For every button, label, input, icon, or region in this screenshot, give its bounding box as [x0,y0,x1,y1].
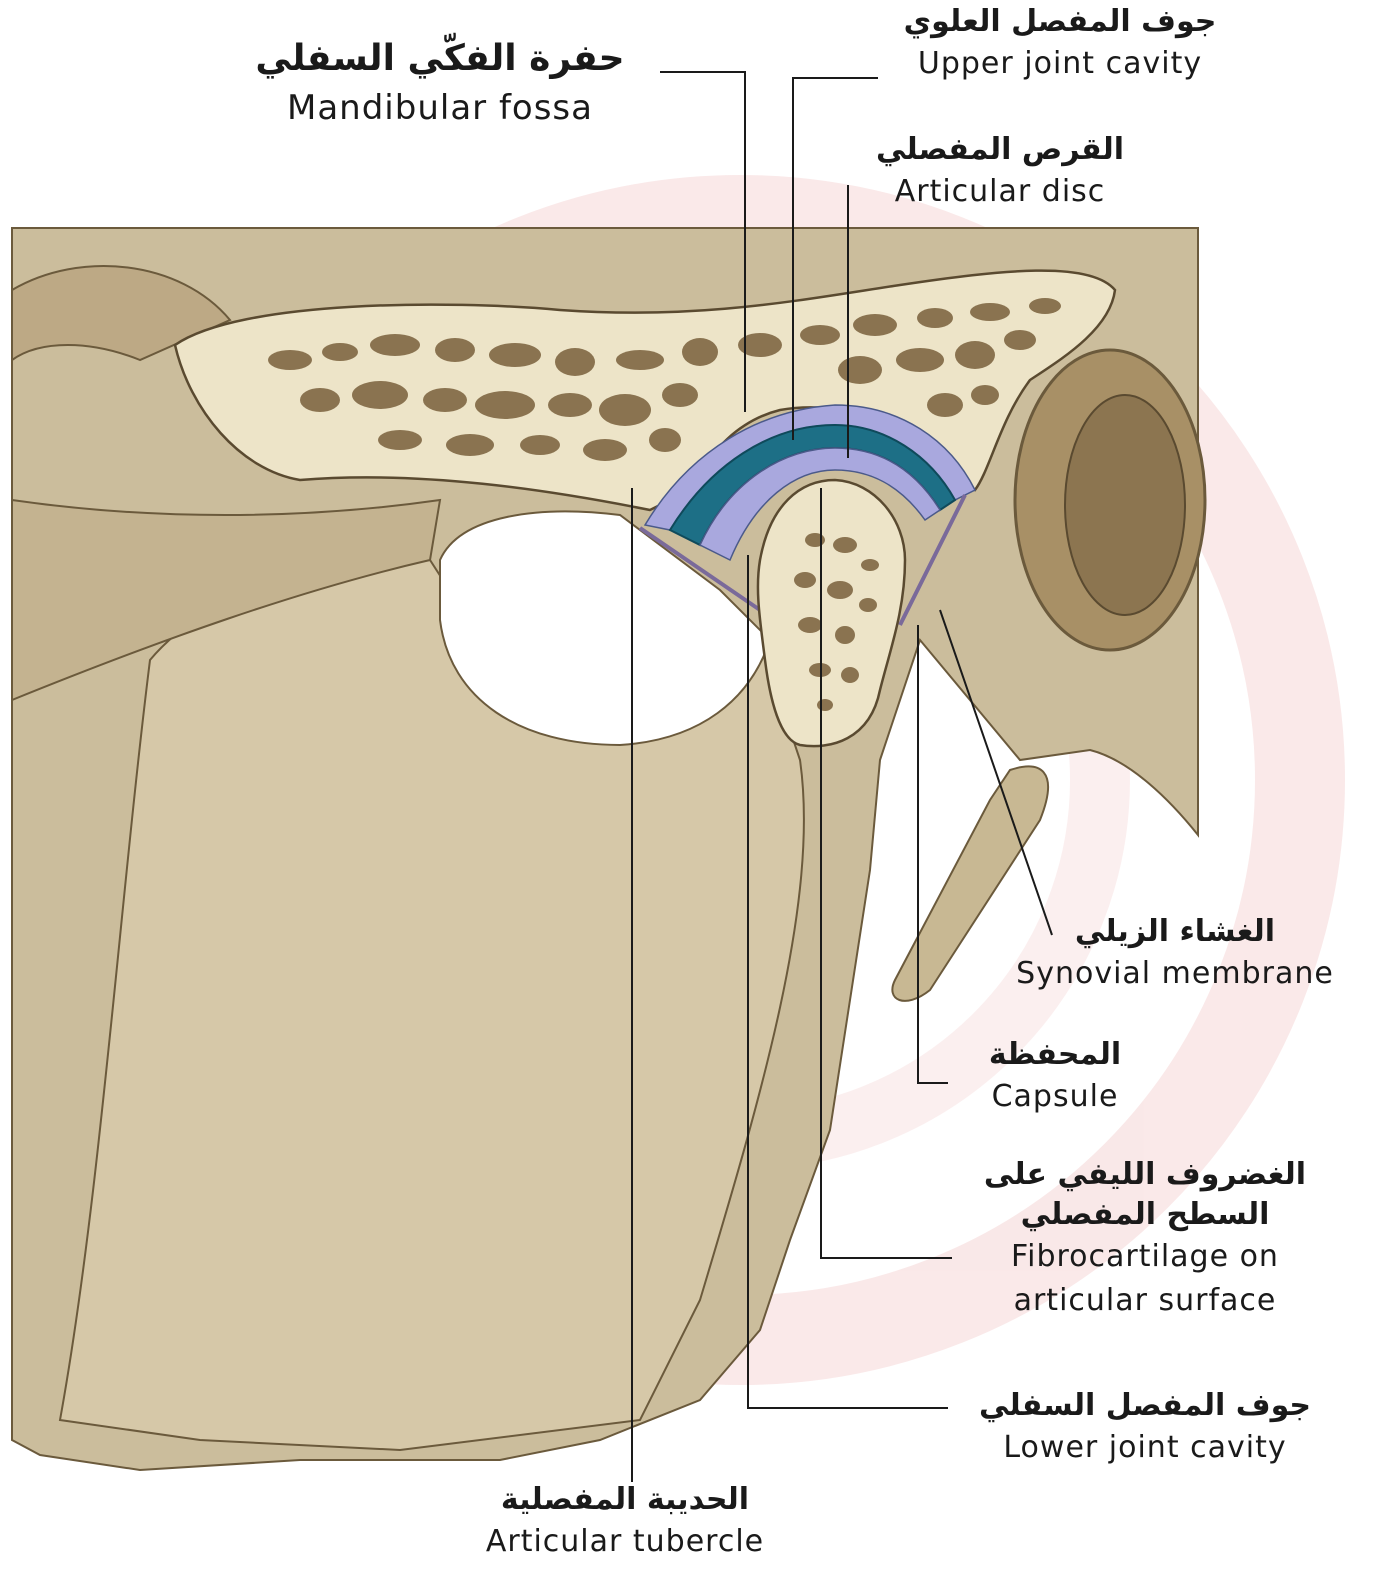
ear-canal-inner [1065,395,1185,615]
label-articular-tubercle-en: Articular tubercle [440,1520,810,1564]
label-fibrocartilage-en1: Fibrocartilage on [965,1235,1325,1279]
label-synovial-membrane-en: Synovial membrane [995,952,1355,996]
label-lower-joint-cavity: جوف المفصل السفلي Lower joint cavity [960,1386,1330,1470]
label-fibrocartilage-en2: articular surface [965,1279,1325,1323]
label-fibrocartilage-ar1: الغضروف الليفي على [965,1155,1325,1195]
label-mandibular-fossa-en: Mandibular fossa [235,83,645,133]
label-articular-tubercle: الحديبة المفصلية Articular tubercle [440,1480,810,1564]
label-capsule-ar: المحفظة [960,1035,1150,1075]
label-synovial-membrane-ar: الغشاء الزيلي [995,912,1355,952]
label-articular-disc-ar: القرص المفصلي [850,130,1150,170]
label-lower-joint-cavity-en: Lower joint cavity [960,1426,1330,1470]
label-fibrocartilage: الغضروف الليفي على السطح المفصلي Fibroca… [965,1155,1325,1323]
leader-capsule [918,625,948,1083]
label-synovial-membrane: الغشاء الزيلي Synovial membrane [995,912,1355,996]
label-capsule: المحفظة Capsule [960,1035,1150,1119]
label-upper-joint-cavity-ar: جوف المفصل العلوي [880,2,1240,42]
label-fibrocartilage-ar2: السطح المفصلي [965,1195,1325,1235]
label-upper-joint-cavity-en: Upper joint cavity [880,42,1240,86]
label-articular-disc: القرص المفصلي Articular disc [850,130,1150,214]
label-mandibular-fossa: حفرة الفكّي السفلي Mandibular fossa [235,35,645,133]
label-articular-disc-en: Articular disc [850,170,1150,214]
label-articular-tubercle-ar: الحديبة المفصلية [440,1480,810,1520]
label-lower-joint-cavity-ar: جوف المفصل السفلي [960,1386,1330,1426]
label-upper-joint-cavity: جوف المفصل العلوي Upper joint cavity [880,2,1240,86]
label-capsule-en: Capsule [960,1075,1150,1119]
label-mandibular-fossa-ar: حفرة الفكّي السفلي [235,35,645,83]
